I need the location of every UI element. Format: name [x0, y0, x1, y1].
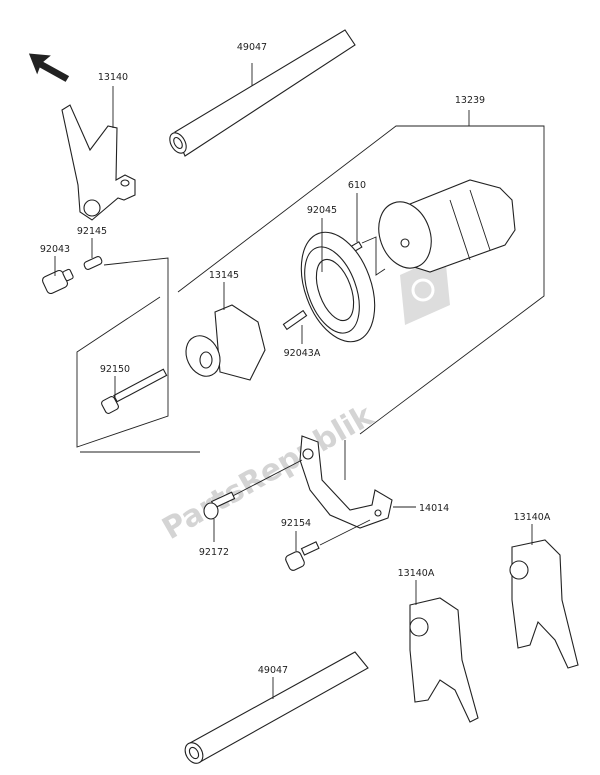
part-pin-92043a: [282, 309, 308, 344]
front-arrow-icon: [28, 53, 70, 82]
assembly-bracket-lines: [76, 110, 545, 480]
label-13140a-right: 13140A: [514, 512, 551, 523]
label-92045: 92045: [307, 205, 337, 216]
part-screw-92172: [203, 491, 236, 542]
label-13140: 13140: [98, 72, 128, 83]
part-labels: 49047 13140 13239 610 92045 92145 92043 …: [40, 42, 551, 676]
part-spring: [83, 238, 103, 270]
label-92154: 92154: [281, 518, 311, 529]
part-shift-fork: [61, 86, 136, 221]
part-fork-a-right: [509, 524, 579, 669]
label-92043: 92043: [40, 244, 70, 255]
part-pin-92043: [41, 256, 74, 295]
part-shaft-top: [169, 29, 356, 157]
part-cam-segment: [185, 282, 266, 381]
part-holder: [224, 435, 416, 546]
label-49047-top: 49047: [237, 42, 267, 53]
label-14014: 14014: [419, 503, 449, 514]
part-bolt-92150: [101, 368, 168, 414]
label-13140a-left: 13140A: [398, 568, 435, 579]
watermark-gear-icon: [400, 255, 450, 325]
label-92172: 92172: [199, 547, 229, 558]
label-13145: 13145: [209, 270, 239, 281]
part-shift-drum: [378, 179, 516, 273]
part-fork-a-left: [409, 580, 479, 723]
part-bolt-92154: [285, 531, 320, 571]
label-92150: 92150: [100, 364, 130, 375]
label-92043a: 92043A: [284, 348, 321, 359]
label-92145: 92145: [77, 226, 107, 237]
part-shaft-bottom: [184, 651, 369, 764]
watermark-text: PartsRepublik: [157, 398, 380, 547]
label-610: 610: [348, 180, 366, 191]
label-49047-bottom: 49047: [258, 665, 288, 676]
label-13239: 13239: [455, 95, 485, 106]
part-bearing: [300, 218, 376, 343]
watermark: PartsRepublik: [157, 255, 450, 547]
